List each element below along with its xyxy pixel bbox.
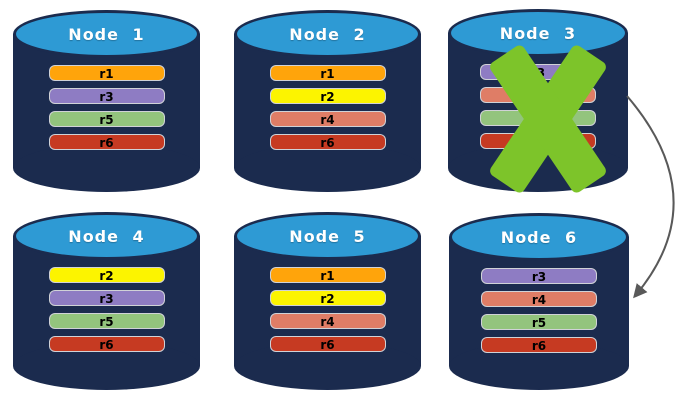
replica-label: r2 [320, 292, 335, 306]
node-2: Node 2 r1 r2 r4 r6 [234, 10, 421, 192]
replica-label: r2 [320, 90, 335, 104]
replica-bar: r3 [49, 89, 164, 104]
replica-bar: r1 [270, 66, 385, 81]
node-1: Node 1 r1 r3 r5 r6 [13, 10, 200, 192]
replica-list: r1 r2 r4 r6 [234, 268, 421, 360]
replica-bar: r2 [270, 291, 385, 306]
replica-bar: r1 [49, 66, 164, 81]
node-title: Node 3 [499, 23, 577, 43]
replica-bar: r5 [49, 314, 164, 329]
replica-bar: r1 [270, 268, 385, 283]
node-title: Node 2 [289, 24, 366, 44]
replica-label: r3 [531, 270, 547, 284]
replica-bar: r6 [49, 135, 164, 150]
replica-bar: r6 [49, 337, 164, 352]
replica-bar: r4 [482, 292, 596, 307]
replica-label: r6 [99, 338, 114, 352]
cylinder-top: Node 6 [449, 213, 629, 261]
replica-list: r1 r3 r5 r6 [13, 66, 200, 158]
node-title: Node 1 [68, 24, 145, 44]
replica-label: r3 [99, 90, 114, 104]
replica-label: r6 [320, 338, 335, 352]
replica-label: r4 [531, 293, 547, 307]
node-4: Node 4 r2 r3 r5 r6 [13, 212, 200, 390]
replica-list: r1 r2 r4 r6 [234, 66, 421, 158]
replica-label: r1 [320, 67, 335, 81]
cylinder-top: Node 4 [13, 212, 200, 260]
node-6: Node 6 r3 r4 r5 r6 [449, 213, 629, 390]
replica-bar: r3 [49, 291, 164, 306]
replica-bar: r4 [270, 314, 385, 329]
replica-bar: r5 [49, 112, 164, 127]
replica-label: r3 [99, 292, 114, 306]
replica-label: r4 [320, 315, 335, 329]
cylinder-top: Node 3 [448, 9, 628, 57]
replica-bar: r5 [482, 315, 596, 330]
replica-label: r5 [99, 315, 114, 329]
cylinder-top: Node 2 [234, 10, 421, 58]
replica-label: r6 [320, 136, 335, 150]
replica-label: r1 [99, 67, 114, 81]
node-title: Node 4 [68, 226, 145, 246]
node-title: Node 6 [500, 227, 578, 247]
replica-bar: r2 [49, 268, 164, 283]
replica-bar: r6 [270, 337, 385, 352]
node-title: Node 5 [289, 226, 366, 246]
replica-bar: r6 [270, 135, 385, 150]
replica-list: r3 r4 r5 r6 [449, 269, 629, 361]
replica-label: r6 [99, 136, 114, 150]
replica-label: r5 [531, 316, 547, 330]
replica-label: r1 [320, 269, 335, 283]
replica-label: r2 [99, 269, 114, 283]
cylinder-bottom [234, 144, 421, 192]
cylinder-bottom [13, 144, 200, 192]
node-5: Node 5 r1 r2 r4 r6 [234, 212, 421, 390]
replica-list: r2 r3 r5 r6 [13, 268, 200, 360]
cylinder-top: Node 1 [13, 10, 200, 58]
cylinder-top: Node 5 [234, 212, 421, 260]
replica-bar: r6 [482, 338, 596, 353]
replica-label: r5 [99, 113, 114, 127]
failure-x-icon [486, 43, 610, 195]
replica-bar: r2 [270, 89, 385, 104]
replica-bar: r4 [270, 112, 385, 127]
replica-bar: r3 [482, 269, 596, 284]
replica-label: r4 [320, 113, 335, 127]
replica-label: r6 [531, 339, 547, 353]
